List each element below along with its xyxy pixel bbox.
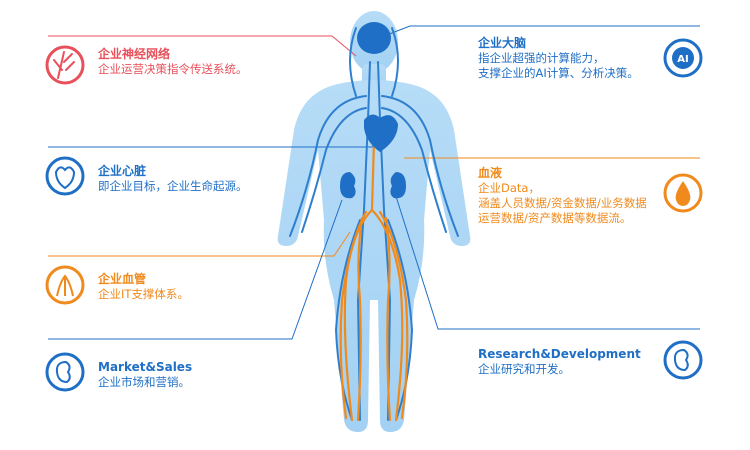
desc-blood-0: 企业Data， xyxy=(478,181,540,195)
kidney-right xyxy=(390,172,406,199)
desc-vessel-0: 企业IT支撑体系。 xyxy=(98,287,189,301)
kidney-icon-rd xyxy=(663,340,703,380)
desc-blood-2: 运营数据/资产数据等数据流。 xyxy=(478,211,632,225)
label-vessel: 企业血管 企业IT支撑体系。 xyxy=(98,272,189,302)
title-heart: 企业心脏 xyxy=(98,164,147,178)
connector-market xyxy=(48,199,343,340)
desc-blood-1: 涵盖人员数据/资金数据/业务数据 xyxy=(478,196,647,210)
label-market: Market&Sales 企业市场和营销。 xyxy=(98,360,192,390)
title-market: Market&Sales xyxy=(98,360,193,374)
label-blood: 血液 企业Data， 涵盖人员数据/资金数据/业务数据 运营数据/资产数据等数据… xyxy=(478,166,647,226)
ai-brain-icon-text: AI xyxy=(677,54,688,65)
heart-organ xyxy=(364,114,398,152)
blood-drop-icon xyxy=(663,173,703,213)
desc-market-0: 企业市场和营销。 xyxy=(98,375,190,389)
label-brain: 企业大脑 指企业超强的计算能力， 支撑企业的AI计算、分析决策。 xyxy=(478,36,639,81)
orange-arteries xyxy=(339,138,409,422)
title-rd: Research&Development xyxy=(478,347,641,361)
kidney-icon-market xyxy=(45,352,85,392)
label-heart: 企业心脏 即企业目标，企业生命起源。 xyxy=(98,164,248,194)
desc-nerve-0: 企业运营决策指令传送系统。 xyxy=(98,62,248,76)
desc-brain-1: 支撑企业的AI计算、分析决策。 xyxy=(478,66,639,80)
desc-heart-0: 即企业目标，企业生命起源。 xyxy=(98,179,248,193)
connector-brain xyxy=(383,25,700,37)
desc-brain-0: 指企业超强的计算能力， xyxy=(478,51,605,65)
title-brain: 企业大脑 xyxy=(478,36,527,50)
desc-rd-0: 企业研究和开发。 xyxy=(478,362,570,376)
label-rd: Research&Development 企业研究和开发。 xyxy=(478,347,641,377)
vessel-icon xyxy=(45,265,85,305)
title-blood: 血液 xyxy=(478,166,503,180)
connector-rd xyxy=(393,189,700,330)
label-nerve: 企业神经网络 企业运营决策指令传送系统。 xyxy=(98,47,248,77)
title-vessel: 企业血管 xyxy=(98,272,147,286)
ai-brain-icon: AI xyxy=(663,38,703,78)
blue-vessels xyxy=(289,27,459,421)
title-nerve: 企业神经网络 xyxy=(98,47,171,61)
connector-vessel xyxy=(48,231,351,257)
heart-icon xyxy=(45,156,85,196)
brain-organ xyxy=(357,22,391,54)
connector-nerve xyxy=(48,35,357,57)
nerve-icon xyxy=(45,45,85,85)
body-silhouette xyxy=(277,11,471,432)
organs xyxy=(340,22,406,199)
kidney-left xyxy=(340,172,356,199)
